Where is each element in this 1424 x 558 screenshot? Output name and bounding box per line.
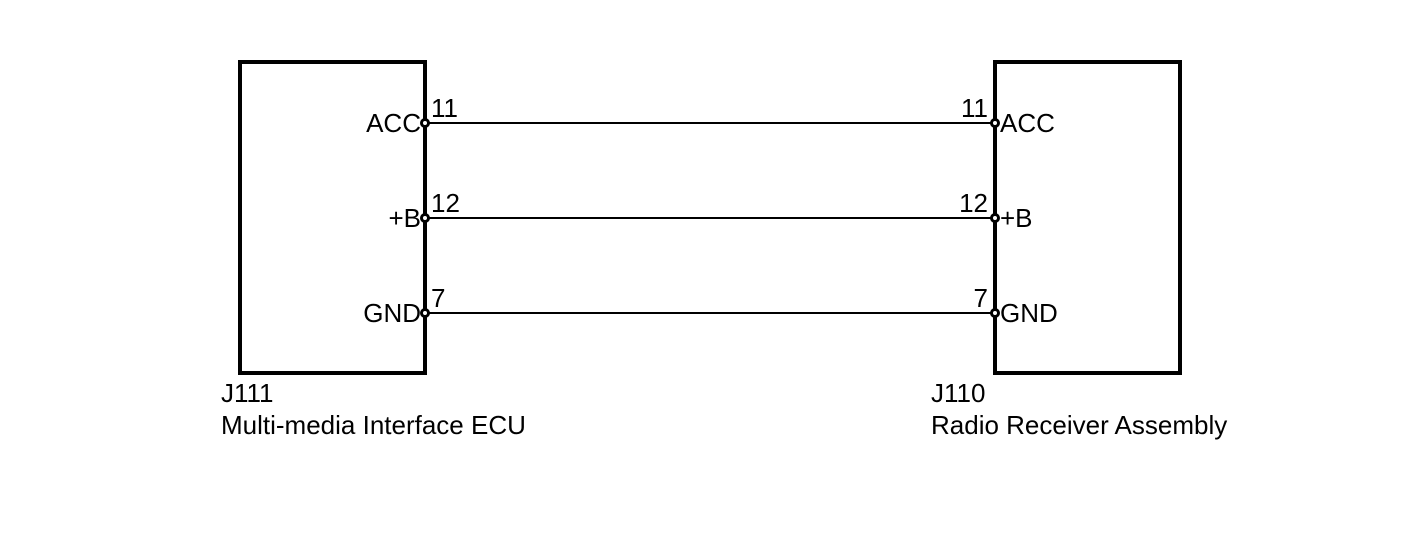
pin-terminal-icon (990, 308, 1000, 318)
pin-terminal-icon (420, 118, 430, 128)
pin-terminal-icon (420, 213, 430, 223)
component-name: Multi-media Interface ECU (221, 410, 526, 440)
component-caption-j110: J110 Radio Receiver Assembly (931, 377, 1227, 441)
pin-terminal-icon (990, 213, 1000, 223)
pin-number-right-acc: 11 (961, 93, 988, 123)
pin-label-left-acc: ACC (366, 108, 421, 138)
component-box-j111 (238, 60, 427, 375)
pin-number-left-gnd: 7 (431, 283, 446, 313)
wire-acc (427, 122, 993, 124)
pin-label-left-gnd: GND (363, 298, 421, 328)
pin-terminal-icon (990, 118, 1000, 128)
pin-label-right-acc: ACC (1000, 108, 1055, 138)
pin-terminal-icon (420, 308, 430, 318)
component-id: J111 (221, 378, 274, 408)
component-name: Radio Receiver Assembly (931, 410, 1228, 440)
pin-label-left-plus-b: +B (388, 203, 421, 233)
pin-number-right-gnd: 7 (973, 283, 988, 313)
component-id: J110 (931, 378, 986, 408)
wire-plus-b (427, 217, 993, 219)
pin-label-right-gnd: GND (1000, 298, 1058, 328)
wire-gnd (427, 312, 993, 314)
pin-number-right-plus-b: 12 (959, 188, 988, 218)
pin-label-right-plus-b: +B (1000, 203, 1033, 233)
pin-number-left-acc: 11 (431, 93, 458, 123)
pin-number-left-plus-b: 12 (431, 188, 460, 218)
component-caption-j111: J111 Multi-media Interface ECU (221, 377, 526, 441)
